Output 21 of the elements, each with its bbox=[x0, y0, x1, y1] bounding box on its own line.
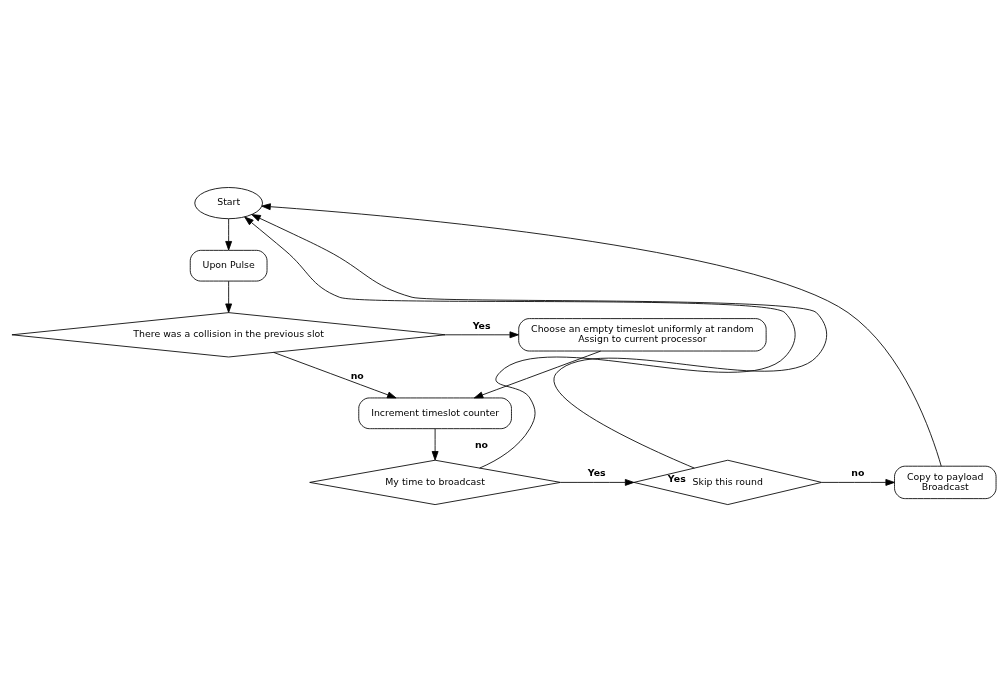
arrow bbox=[560, 478, 635, 486]
arrow bbox=[261, 202, 942, 467]
node-diamond: There was a collision in the previous slot bbox=[11, 311, 446, 357]
arrow bbox=[225, 280, 233, 313]
node-box: Choose an empty timeslot uniformly at random Assign to current processor bbox=[518, 317, 767, 351]
arrow bbox=[445, 330, 519, 338]
arrow bbox=[473, 350, 602, 398]
node-box: Increment timeslot counter bbox=[358, 397, 512, 429]
arrow bbox=[821, 478, 895, 486]
arrow bbox=[431, 427, 439, 460]
node-box: Copy to payload Broadcast bbox=[894, 465, 997, 499]
arrow bbox=[273, 351, 397, 398]
node-box: Upon Pulse bbox=[189, 249, 268, 281]
edge-label: no bbox=[350, 369, 364, 381]
node-diamond: My time to broadcast bbox=[309, 459, 561, 505]
edge-label: no bbox=[851, 466, 865, 478]
arrow bbox=[225, 218, 233, 250]
edge-label: Yes bbox=[587, 466, 606, 478]
edge-label: no bbox=[474, 438, 489, 450]
edge-label: Yes bbox=[667, 472, 686, 484]
edge-label: Yes bbox=[472, 319, 491, 331]
